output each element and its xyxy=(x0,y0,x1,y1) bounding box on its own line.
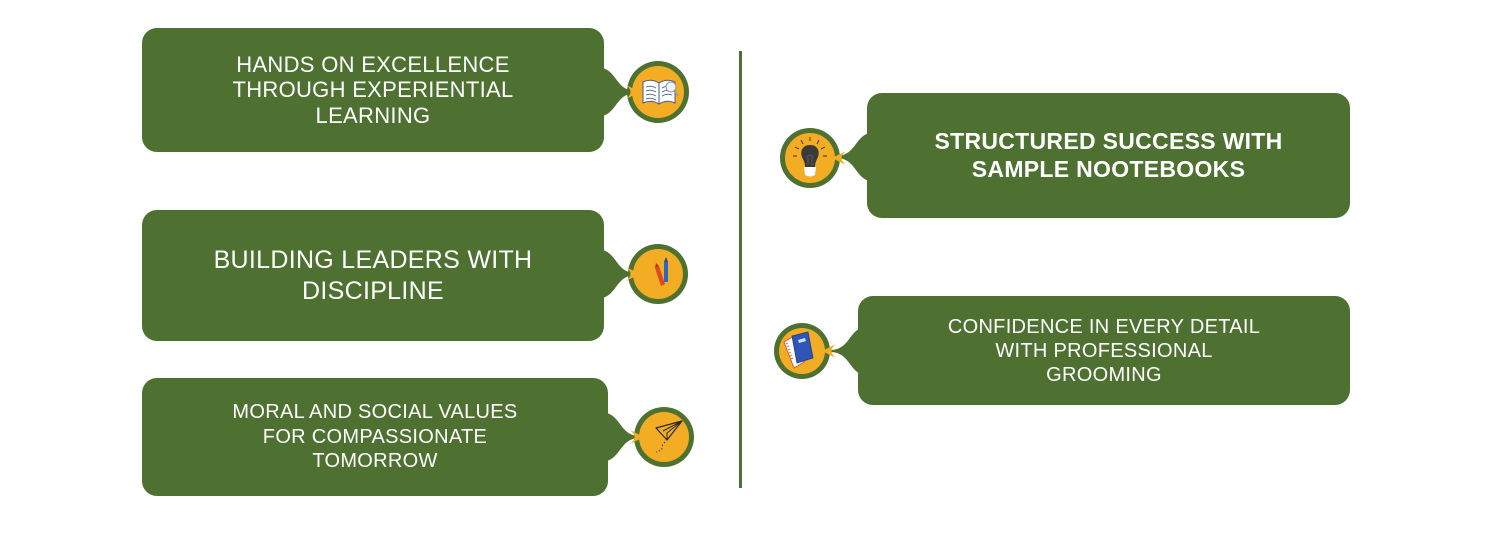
card-label: CONFIDENCE IN EVERY DETAIL WITH PROFESSI… xyxy=(947,315,1261,386)
card-moral-social-values: MORAL AND SOCIAL VALUES FOR COMPASSIONAT… xyxy=(142,378,608,496)
center-divider xyxy=(739,51,742,488)
card-structured-success: STRUCTURED SUCCESS WITH SAMPLE NOOTEBOOK… xyxy=(867,93,1350,218)
card-experiential-learning: HANDS ON EXCELLENCE THROUGH EXPERIENTIAL… xyxy=(142,28,604,152)
card-label: BUILDING LEADERS WITH DISCIPLINE xyxy=(213,246,533,305)
open-book-icon xyxy=(642,79,679,105)
crayons-icon xyxy=(655,257,668,286)
card-label: STRUCTURED SUCCESS WITH SAMPLE NOOTEBOOK… xyxy=(934,127,1283,182)
notebooks-icon xyxy=(783,331,814,369)
card-professional-grooming: CONFIDENCE IN EVERY DETAIL WITH PROFESSI… xyxy=(858,296,1350,405)
paper-plane-icon xyxy=(655,420,683,453)
light-bulb-icon xyxy=(793,137,827,177)
connector-badge xyxy=(596,244,688,304)
card-label: HANDS ON EXCELLENCE THROUGH EXPERIENTIAL… xyxy=(232,52,514,128)
card-leaders-discipline: BUILDING LEADERS WITH DISCIPLINE xyxy=(142,210,604,341)
card-label: MORAL AND SOCIAL VALUES FOR COMPASSIONAT… xyxy=(232,401,518,473)
